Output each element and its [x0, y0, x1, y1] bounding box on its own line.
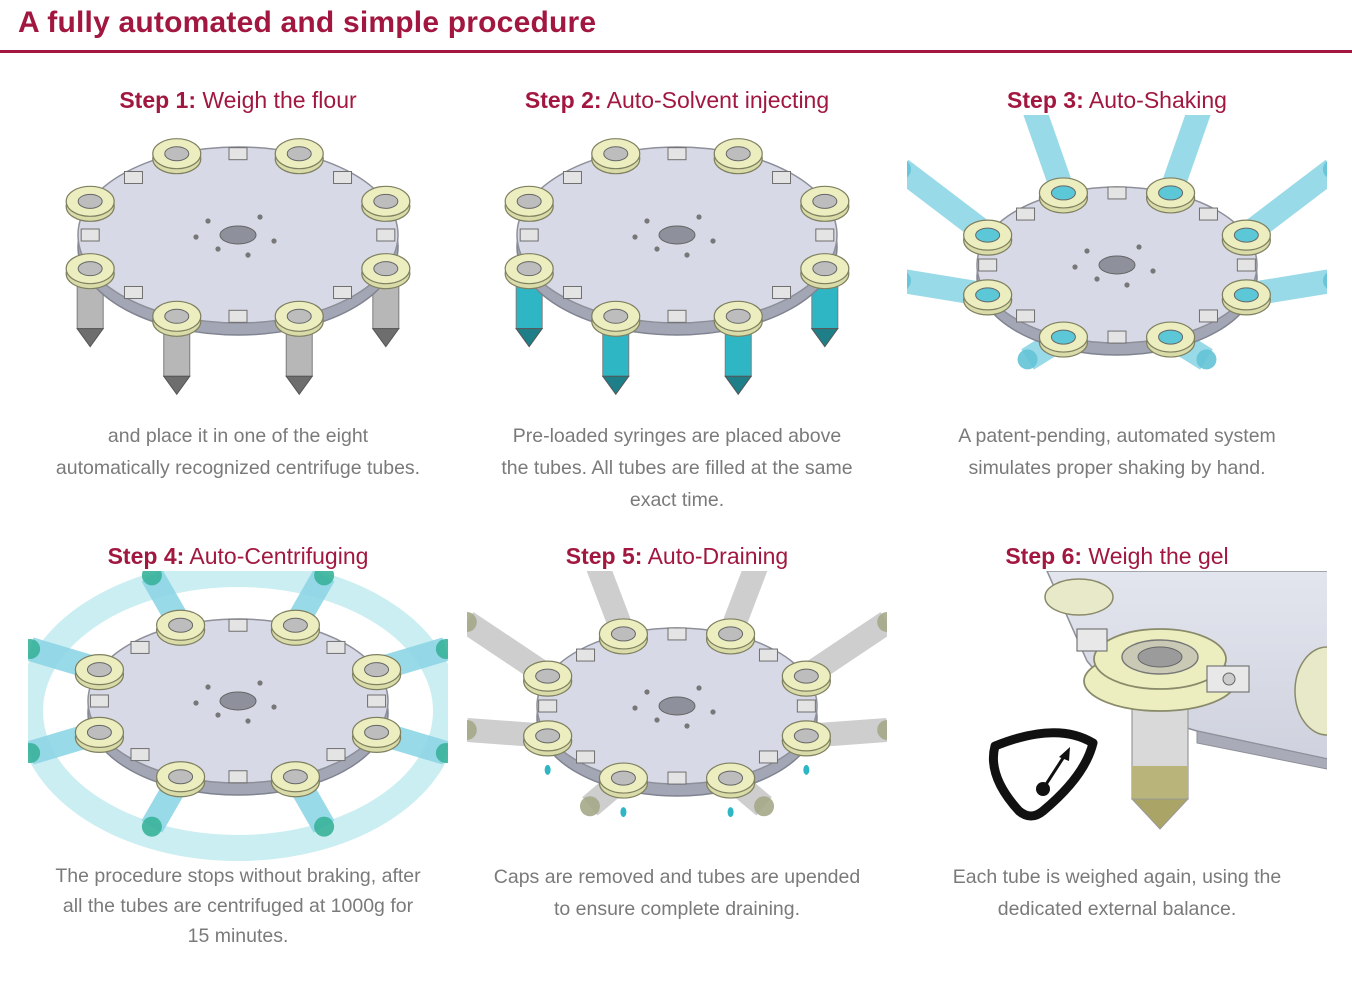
step-4-description: The procedure stops without braking, aft… [55, 865, 421, 947]
rotor-centrifuging-icon [28, 571, 448, 861]
step-4: Step 4: Auto-Centrifuging The procedure … [13, 541, 463, 951]
step-3-title: Step 3: Auto-Shaking [1007, 87, 1227, 113]
step-1: Step 1: Weigh the flour and place it in … [13, 85, 463, 484]
step-2-title: Step 2: Auto-Solvent injecting [524, 87, 830, 113]
balance-icon [988, 571, 1327, 830]
rotor-shaking-icon [907, 115, 1327, 370]
step-2: Step 2: Auto-Solvent injecting Pre-loade… [452, 85, 902, 516]
step-4-title: Step 4: Auto-Centrifuging [107, 543, 369, 569]
step-1-title: Step 1: Weigh the flour [119, 87, 357, 113]
title-rule [0, 50, 1352, 53]
page-title: A fully automated and simple procedure [18, 6, 597, 39]
rotor-draining-icon [467, 571, 887, 818]
step-6-title: Step 6: Weigh the gel [1005, 543, 1229, 569]
step-5-title: Step 5: Auto-Draining [565, 543, 789, 569]
rotor-with-tubes-icon [65, 138, 411, 396]
step-5: Step 5: Auto-Draining Caps are removed a… [452, 541, 902, 925]
step-3: Step 3: Auto-Shaking A patent-pending, a… [892, 85, 1342, 484]
rotor-solvent-icon [504, 138, 850, 396]
step-6: Step 6: Weigh the gel Each tube is [892, 541, 1342, 925]
